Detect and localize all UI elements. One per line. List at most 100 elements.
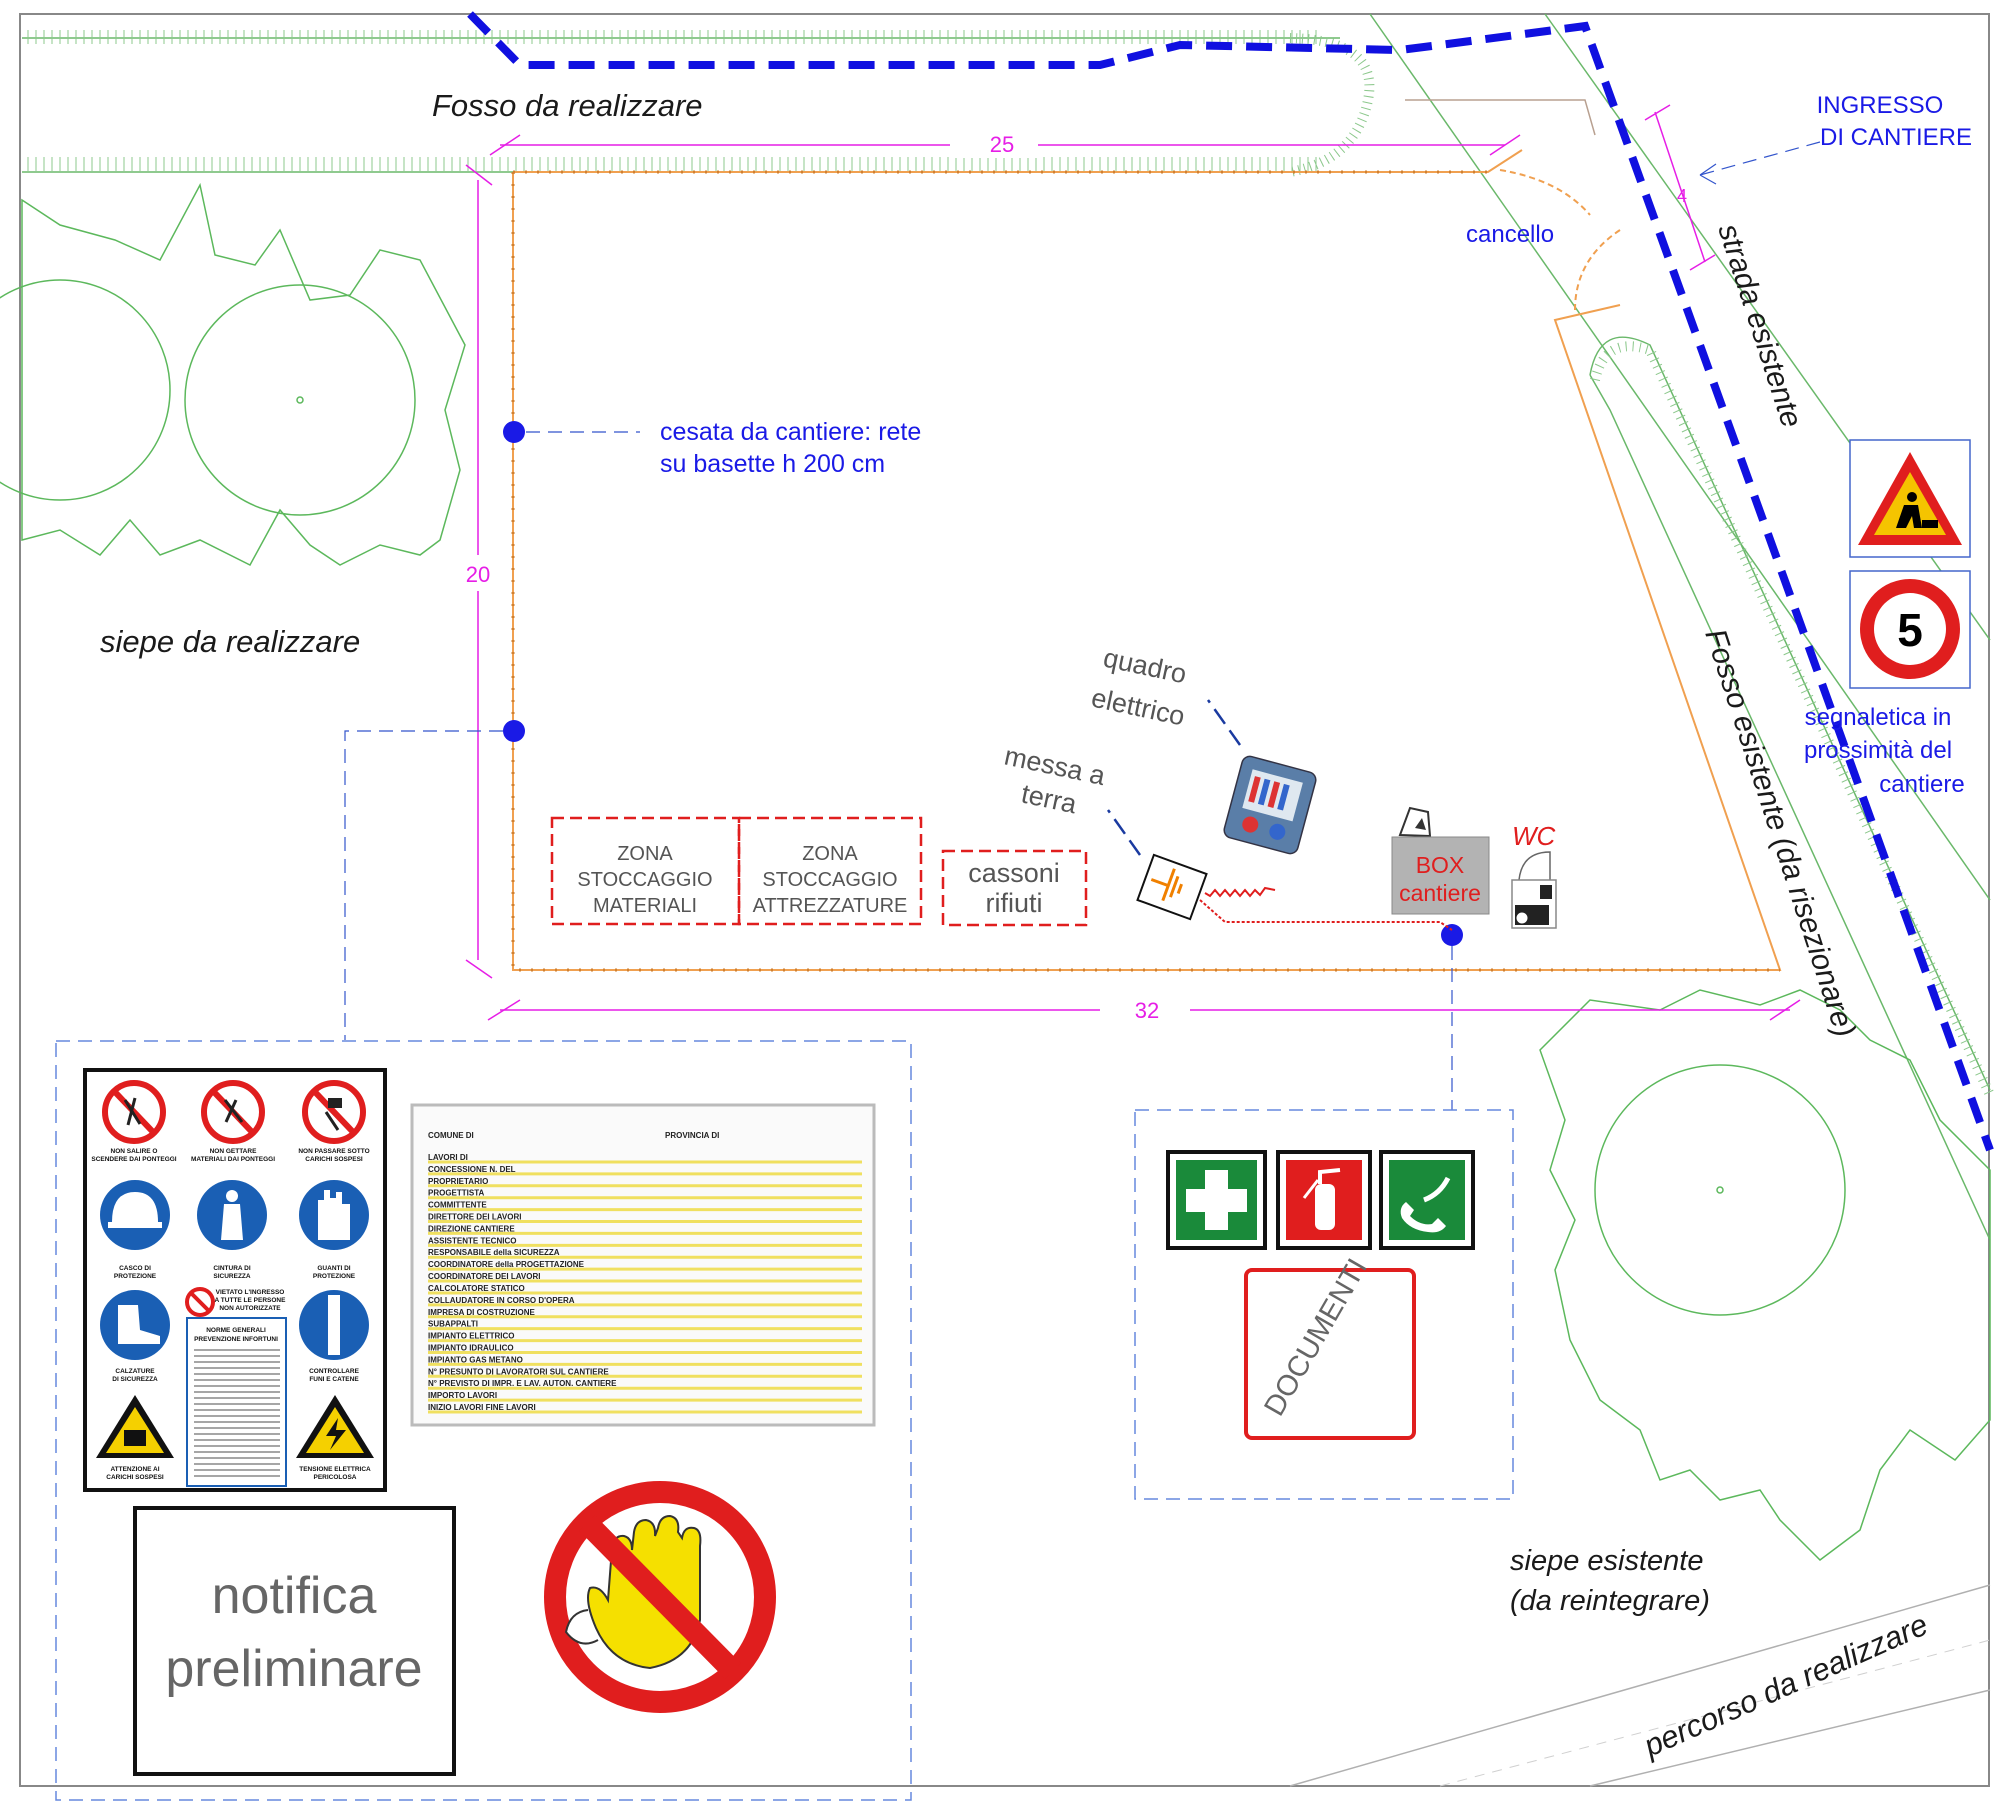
label-quadro-2: elettrico [1089,683,1188,732]
svg-text:ZONA: ZONA [802,843,858,865]
board-line-label: COMMITTENTE [428,1201,487,1210]
svg-text:DI SICUREZZA: DI SICUREZZA [112,1376,158,1383]
board-line-label: IMPORTO LAVORI [428,1391,497,1400]
board-line-label: RESPONSABILE della SICUREZZA [428,1248,560,1257]
hedge-right [1539,989,1991,1561]
label-fosso-esistente: Fosso esistente (da risezionare) [1698,625,1861,1041]
label-siepe-esistente-1: siepe esistente [1510,1545,1703,1577]
ground-cable [1199,899,1453,931]
zone-attrezzature: ZONA STOCCAGGIO ATTREZZATURE [737,816,923,926]
svg-text:A TUTTE LE PERSONE: A TUTTE LE PERSONE [215,1297,287,1304]
board-line-label: PROPRIETARIO [428,1177,488,1186]
fence-marker-2 [503,720,525,742]
svg-text:CASCO DI: CASCO DI [119,1265,151,1272]
label-fosso-da-realizzare: Fosso da realizzare [432,88,703,123]
label-messa-1: messa a [1002,741,1109,792]
svg-text:NON AUTORIZZATE: NON AUTORIZZATE [219,1305,281,1312]
label-cancello: cancello [1466,221,1554,248]
board-line-label: ASSISTENTE TECNICO [428,1236,516,1245]
svg-text:NORME GENERALI: NORME GENERALI [206,1327,266,1334]
first-aid-icon [1166,1150,1267,1250]
svg-text:NON PASSARE SOTTO: NON PASSARE SOTTO [298,1148,369,1155]
label-quadro-1: quadro [1101,643,1189,690]
svg-text:notifica: notifica [212,1567,377,1625]
board-line-label: IMPIANTO ELETTRICO [428,1332,515,1341]
svg-text:rifiuti: rifiuti [985,888,1042,918]
svg-text:PROVINCIA DI: PROVINCIA DI [665,1131,719,1140]
fire-extinguisher-icon [1276,1150,1372,1250]
board-line-label: IMPIANTO GAS METANO [428,1355,523,1364]
svg-text:BOX: BOX [1416,852,1465,878]
dimension-32: 32 [1135,998,1159,1023]
board-line-label: N° PREVISTO DI IMPR. E LAV. AUTON. CANTI… [428,1379,617,1388]
wc-unit: WC [1511,821,1557,929]
zone-cassoni-rifiuti: cassoni rifiuti [941,849,1088,927]
svg-text:ATTREZZATURE: ATTREZZATURE [753,895,908,917]
svg-text:VIETATO L'INGRESSO: VIETATO L'INGRESSO [216,1289,285,1296]
svg-text:ZONA: ZONA [617,843,673,865]
zone-materiali: ZONA STOCCAGGIO MATERIALI [550,816,741,926]
signage-panel [55,1040,912,1801]
access-path [467,11,1994,1152]
warning-signs [96,1395,374,1458]
phone-icon [1379,1150,1475,1250]
svg-text:PREVENZIONE INFORTUNI: PREVENZIONE INFORTUNI [194,1336,278,1343]
dimension-25: 25 [990,132,1014,157]
board-line-label: INIZIO LAVORI FINE LAVORI [428,1403,536,1412]
bottom-path [1289,1584,1991,1787]
svg-text:COMUNE DI: COMUNE DI [428,1131,474,1140]
svg-text:STOCCAGGIO: STOCCAGGIO [762,869,897,891]
svg-text:CONTROLLARE: CONTROLLARE [309,1368,359,1375]
fence-marker-1 [503,421,525,443]
speed-limit-value: 5 [1897,604,1923,656]
right-ditch [1589,336,1995,1241]
svg-text:ATTENZIONE AI: ATTENZIONE AI [110,1466,159,1473]
svg-text:cassoni: cassoni [968,858,1060,888]
board-line-label: DIRETTORE DEI LAVORI [428,1213,522,1222]
label-cesata-1: cesata da cantiere: rete [660,418,921,446]
dimension-4: 4 [1677,186,1687,206]
svg-text:MATERIALI: MATERIALI [593,895,697,917]
label-strada-esistente: strada esistente [1711,220,1808,432]
board-line-label: LAVORI DI [428,1153,468,1162]
label-segnaletica-3: cantiere [1879,771,1964,798]
svg-text:CALZATURE: CALZATURE [115,1368,155,1375]
svg-text:GUANTI DI: GUANTI DI [317,1265,350,1272]
road-works-sign [1849,439,1971,558]
label-ingresso-2: DI CANTIERE [1820,124,1972,151]
documents-panel [1134,1109,1514,1500]
label-cesata-2: su basette h 200 cm [660,450,885,478]
board-line-label: COORDINATORE DEI LAVORI [428,1272,540,1281]
board-line-label: COLLAUDATORE IN CORSO D'OPERA [428,1296,575,1305]
svg-text:CARICHI SOSPESI: CARICHI SOSPESI [305,1156,363,1163]
top-ditch [22,30,1375,177]
no-entry-hand-icon [544,1481,776,1713]
label-siepe-esistente-2: (da reintegrare) [1510,1585,1710,1617]
board-line-label: IMPIANTO IDRAULICO [428,1343,514,1352]
board-line-label: COORDINATORE della PROGETTAZIONE [428,1260,585,1269]
label-percorso: percorso da realizzare [1638,1607,1933,1764]
mandatory-signs [100,1180,369,1250]
svg-text:PROTEZIONE: PROTEZIONE [313,1273,356,1280]
svg-text:SICUREZZA: SICUREZZA [213,1273,251,1280]
hedge-left [0,182,466,566]
site-fence [511,149,1782,972]
grounding-icon [1136,853,1208,921]
svg-text:CARICHI SOSPESI: CARICHI SOSPESI [106,1474,164,1481]
svg-text:preliminare: preliminare [165,1640,422,1698]
label-segnaletica-1: segnaletica in [1805,704,1952,731]
box-marker [1441,924,1463,946]
documents-box: DOCUMENTI [1244,1253,1416,1440]
svg-text:MATERIALI DAI PONTEGGI: MATERIALI DAI PONTEGGI [191,1156,275,1163]
svg-text:NON GETTARE: NON GETTARE [210,1148,257,1155]
board-line-label: IMPRESA DI COSTRUZIONE [428,1308,535,1317]
board-line-label: N° PRESUNTO DI LAVORATORI SUL CANTIERE [428,1367,609,1376]
svg-text:SCENDERE DAI PONTEGGI: SCENDERE DAI PONTEGGI [91,1156,176,1163]
svg-text:PERICOLOSA: PERICOLOSA [314,1474,357,1481]
svg-text:PROTEZIONE: PROTEZIONE [114,1273,157,1280]
speed-limit-sign: 5 [1849,570,1971,689]
svg-text:cantiere: cantiere [1399,880,1481,906]
label-segnaletica-2: prossimità del [1804,737,1952,764]
box-cantiere: BOX cantiere [1391,806,1490,915]
